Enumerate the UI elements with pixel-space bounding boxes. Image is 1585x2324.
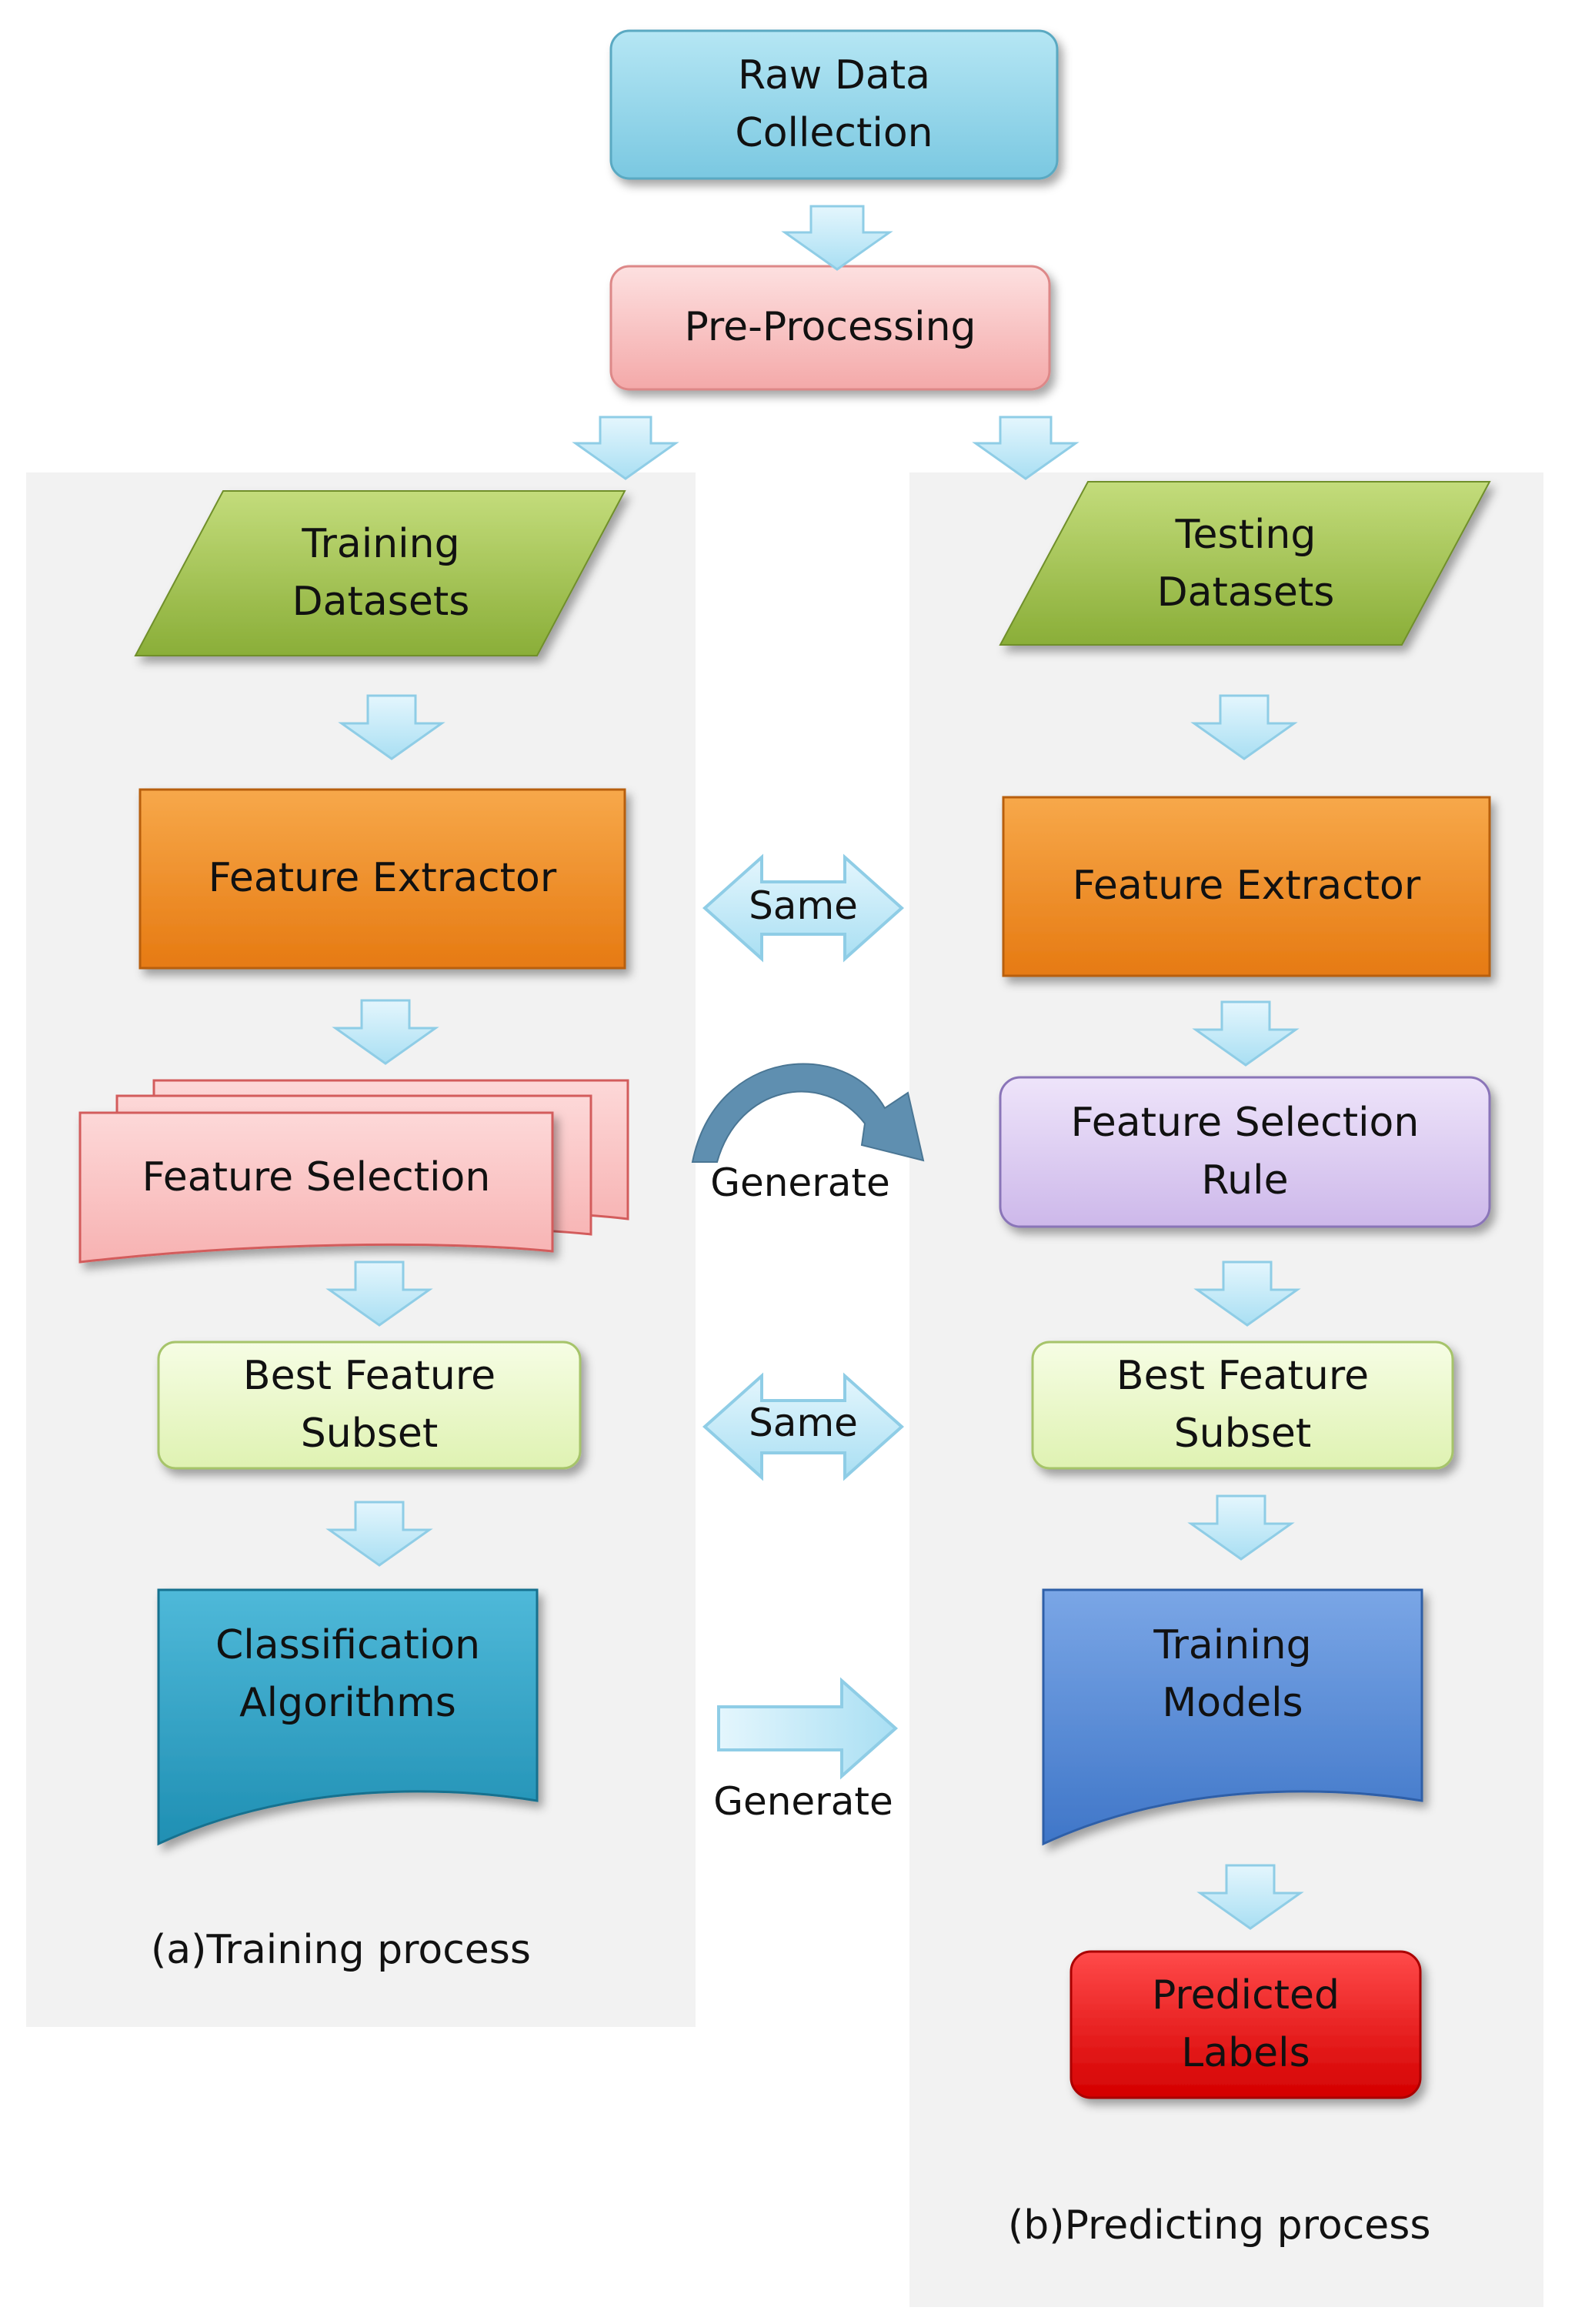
arrow-down-2 <box>572 416 679 480</box>
training-feature-extractor-box <box>138 788 626 970</box>
arrow-down-5 <box>1190 694 1298 760</box>
arrow-down-7 <box>1192 1000 1300 1067</box>
arrow-down-12 <box>1196 1864 1304 1930</box>
same-label-2: Same <box>749 1401 858 1445</box>
generate-right-arrow <box>717 1677 899 1780</box>
testing-datasets-shape <box>999 481 1491 646</box>
classification-doc-shape <box>157 1588 539 1846</box>
training-datasets-label: Training Datasets <box>292 520 470 625</box>
pre-processing-box <box>609 265 1051 391</box>
arrow-down-3 <box>972 416 1079 480</box>
arrow-down-8 <box>325 1261 433 1327</box>
feature-selection-rule-label: Feature Selection Rule <box>1070 1099 1420 1204</box>
training-models-label: Training Models <box>1153 1621 1312 1726</box>
arrow-down-6 <box>332 999 439 1065</box>
generate-label-1: Generate <box>710 1160 890 1205</box>
raw-data-box <box>609 29 1059 180</box>
testing-datasets-label: Testing Datasets <box>1156 511 1335 616</box>
generate-label-2: Generate <box>713 1779 893 1824</box>
training-best-feature-label: Best Feature Subset <box>242 1352 496 1457</box>
feature-selection-doc-front <box>78 1111 554 1264</box>
training-feature-extractor-label: Feature Extractor <box>208 855 557 902</box>
pre-processing-label: Pre-Processing <box>684 304 976 351</box>
predicting-caption: (b)Predicting process <box>1008 2202 1431 2249</box>
predicting-best-feature-box <box>1031 1341 1454 1470</box>
arrow-down-9 <box>1193 1261 1301 1327</box>
curved-generate-arrow <box>691 1063 925 1163</box>
predicting-feature-extractor-label: Feature Extractor <box>1072 863 1421 910</box>
same-arrow-1 <box>702 853 905 963</box>
arrow-down-11 <box>1187 1494 1295 1561</box>
same-label-1: Same <box>749 883 858 928</box>
predicting-feature-extractor-box <box>1002 796 1491 977</box>
feature-selection-rule-box <box>999 1076 1491 1228</box>
same-arrow-2 <box>702 1372 905 1481</box>
classification-label: Classification Algorithms <box>215 1621 481 1726</box>
training-models-doc-shape <box>1042 1588 1423 1846</box>
training-feature-selection-label: Feature Selection <box>142 1154 491 1201</box>
predicted-labels-box <box>1069 1950 1422 2099</box>
arrow-down-1 <box>781 205 893 271</box>
arrow-down-10 <box>325 1501 433 1567</box>
training-caption: (a)Training process <box>151 1927 531 1973</box>
arrow-down-4 <box>338 694 445 760</box>
training-datasets-shape <box>134 490 626 656</box>
training-best-feature-box <box>157 1341 582 1470</box>
raw-data-label: Raw Data Collection <box>735 52 933 156</box>
predicted-labels-label: Predicted Labels <box>1151 1972 1340 2076</box>
predicting-best-feature-label: Best Feature Subset <box>1116 1352 1370 1457</box>
